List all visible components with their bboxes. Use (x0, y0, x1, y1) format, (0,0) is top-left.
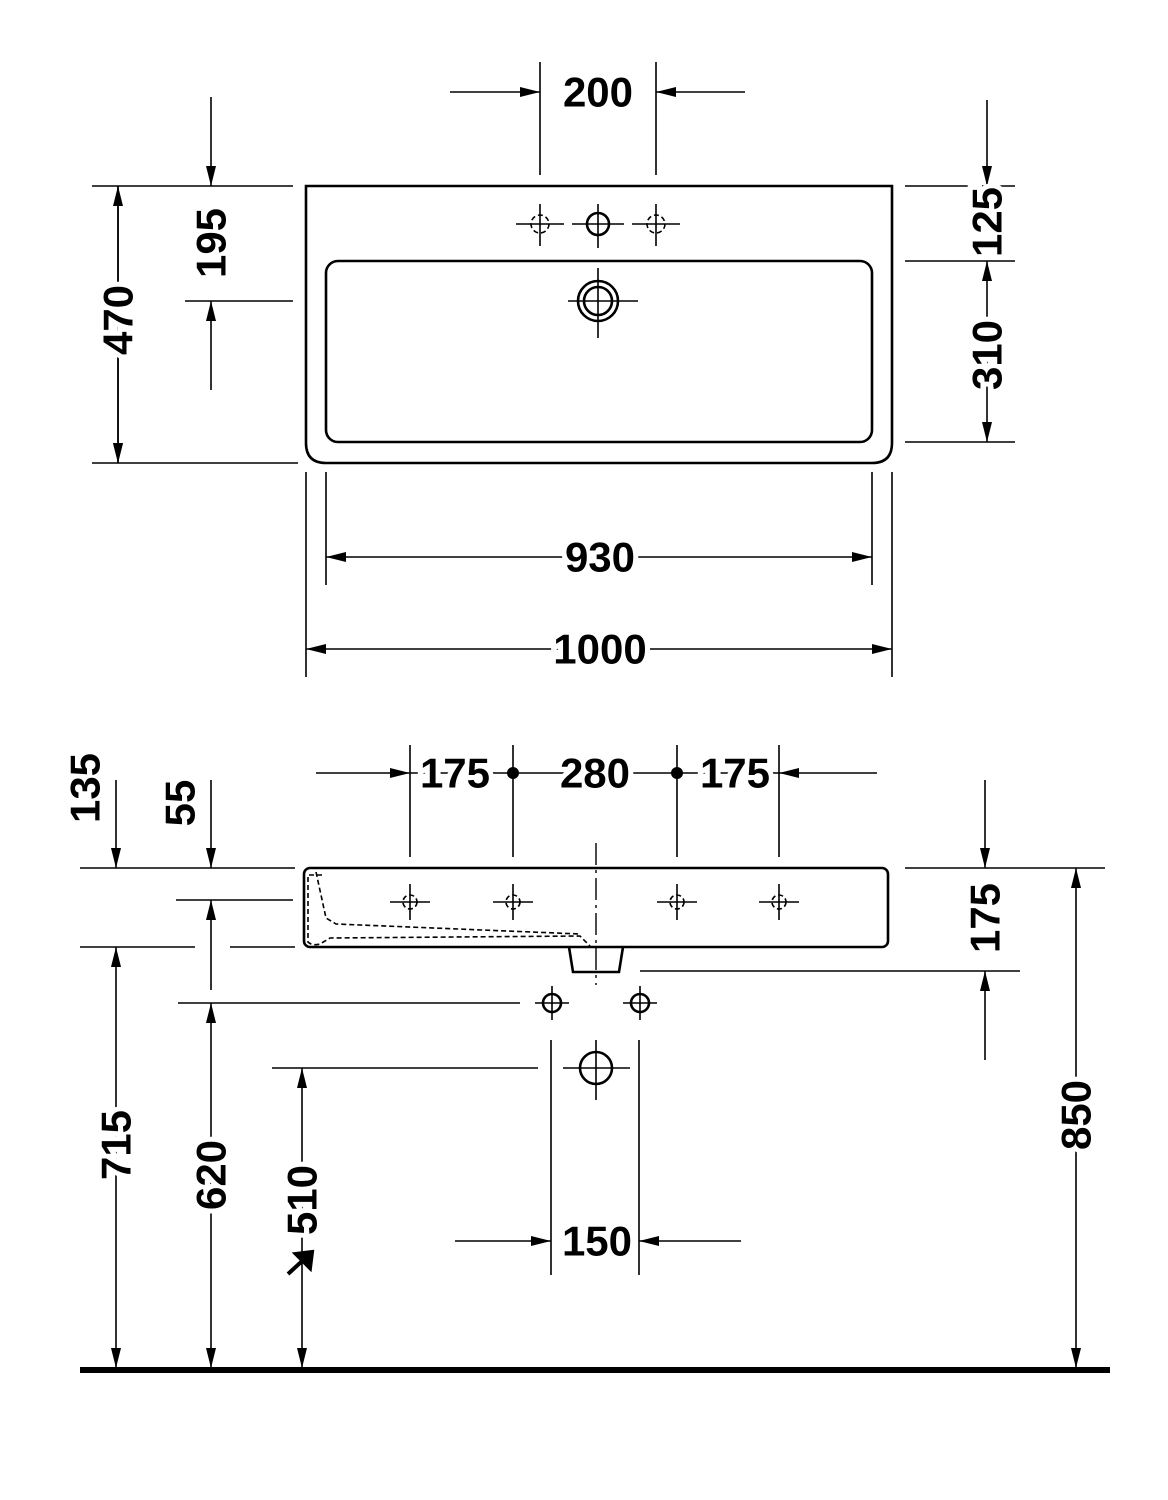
dim-175-right: 175 (700, 750, 770, 797)
top-view: 200 195 470 125 310 930 1000 (90, 62, 1016, 678)
dim-930: 930 (565, 534, 635, 581)
dim-175-body: 175 (962, 883, 1009, 953)
dim-200: 200 (563, 69, 633, 116)
dim-dot (671, 767, 683, 779)
dim-510: 510 (279, 1165, 326, 1235)
basin-hidden-line (307, 874, 591, 947)
tap-hole-right (632, 204, 680, 246)
basin-outline (324, 259, 874, 444)
drain-icon (568, 268, 638, 338)
tap-hole-center (572, 204, 624, 248)
dim-125: 125 (964, 187, 1011, 257)
dim-850: 850 (1053, 1080, 1100, 1150)
side-view: 175 280 175 135 55 715 620 510 150 (57, 745, 1110, 1373)
dim-135: 135 (62, 753, 109, 823)
tap-hole-left (516, 204, 564, 246)
sink-outline (304, 184, 894, 465)
dim-715: 715 (93, 1110, 140, 1180)
waste-outlet (567, 946, 625, 974)
dim-470: 470 (95, 285, 142, 355)
tap-holes (390, 884, 799, 920)
dim-55: 55 (157, 780, 204, 827)
dim-150: 150 (562, 1218, 632, 1265)
dim-310: 310 (964, 320, 1011, 390)
dim-1000: 1000 (553, 626, 646, 673)
sink-body (302, 866, 890, 949)
wall-holes (535, 986, 657, 1100)
dim-175-left: 175 (420, 750, 490, 797)
approx-arrow-icon (286, 1249, 315, 1276)
dim-dot (507, 767, 519, 779)
dim-280: 280 (560, 750, 630, 797)
dim-620: 620 (188, 1140, 235, 1210)
dim-195: 195 (188, 208, 235, 278)
